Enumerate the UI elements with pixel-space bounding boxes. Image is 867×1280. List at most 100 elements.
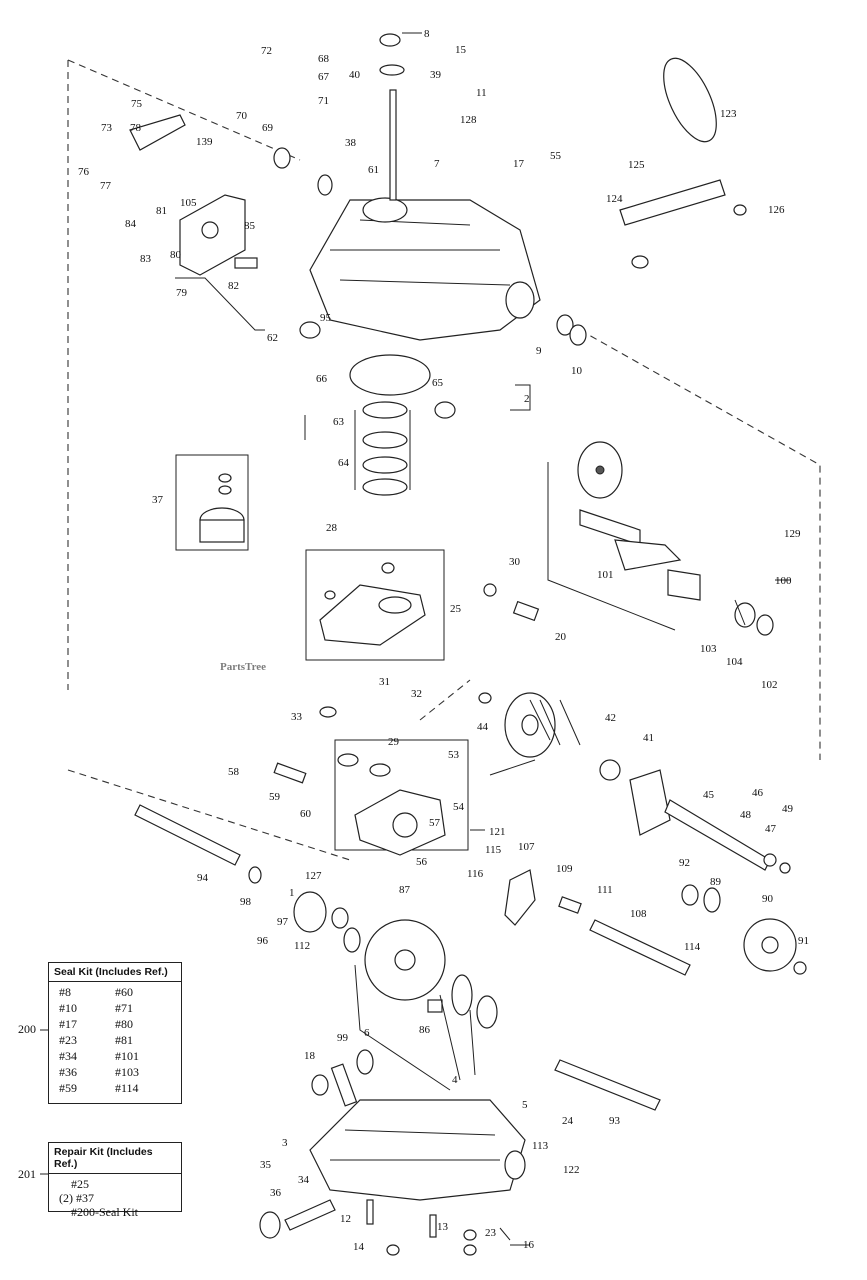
inset-121 bbox=[273, 739, 469, 856]
callout-labels: 8 15 39 40 72 68 67 71 70 69 11 128 55 1… bbox=[78, 28, 809, 1253]
seal-kit-box: Seal Kit (Includes Ref.) #8 #60 #10 #71 … bbox=[48, 962, 182, 1104]
callout-113: 113 bbox=[532, 1140, 549, 1152]
callout-24: 24 bbox=[562, 1115, 574, 1127]
callout-91: 91 bbox=[798, 935, 809, 947]
seal-kit-item: #23 bbox=[59, 1033, 77, 1047]
repair-kit-line: #25 bbox=[71, 1177, 89, 1191]
callout-79: 79 bbox=[176, 287, 188, 299]
callout-122: 122 bbox=[563, 1164, 580, 1176]
callout-103: 103 bbox=[700, 643, 717, 655]
center-plate bbox=[299, 321, 456, 496]
callout-123: 123 bbox=[720, 108, 737, 120]
callout-31: 31 bbox=[379, 676, 390, 688]
callout-30: 30 bbox=[509, 556, 521, 568]
callout-68: 68 bbox=[318, 53, 330, 65]
seal-kit-item: #36 bbox=[59, 1065, 77, 1079]
callout-15: 15 bbox=[455, 44, 467, 56]
callout-49: 49 bbox=[782, 803, 794, 815]
callout-126: 126 bbox=[768, 204, 785, 216]
seal-kit-item: #60 bbox=[115, 985, 133, 999]
callout-7: 7 bbox=[434, 158, 440, 170]
callout-67: 67 bbox=[318, 71, 330, 83]
callout-93: 93 bbox=[609, 1115, 621, 1127]
callout-12: 12 bbox=[340, 1213, 351, 1225]
callout-139: 139 bbox=[196, 136, 213, 148]
callout-95: 95 bbox=[320, 312, 332, 324]
callout-20: 20 bbox=[555, 631, 567, 643]
callout-28: 28 bbox=[326, 522, 338, 534]
callout-80: 80 bbox=[170, 249, 182, 261]
callout-29: 29 bbox=[388, 736, 400, 748]
callout-78: 78 bbox=[130, 122, 142, 134]
callout-41: 41 bbox=[643, 732, 654, 744]
inset-37 bbox=[175, 454, 249, 551]
callout-13: 13 bbox=[437, 1221, 449, 1233]
seal-kit-item: #114 bbox=[115, 1081, 139, 1095]
seal-kit-items: #8 #60 #10 #71 #17 #80 #23 #81 #34 #101 … bbox=[49, 982, 181, 1099]
callout-73: 73 bbox=[101, 122, 113, 134]
callout-42: 42 bbox=[605, 712, 616, 724]
lower-housing bbox=[259, 1049, 661, 1256]
callout-34: 34 bbox=[298, 1174, 310, 1186]
callout-114: 114 bbox=[684, 941, 701, 953]
callout-129: 129 bbox=[784, 528, 801, 540]
callout-39: 39 bbox=[430, 69, 442, 81]
seal-kit-title: Seal Kit (Includes Ref.) bbox=[49, 963, 181, 982]
callout-1: 1 bbox=[289, 887, 295, 899]
callout-44: 44 bbox=[477, 721, 489, 733]
callout-116: 116 bbox=[467, 868, 484, 880]
seal-kit-item: #10 bbox=[59, 1001, 77, 1015]
upper-housing bbox=[273, 33, 587, 346]
callout-9: 9 bbox=[536, 345, 542, 357]
callout-61: 61 bbox=[368, 164, 379, 176]
callout-4: 4 bbox=[452, 1074, 458, 1086]
callout-40: 40 bbox=[349, 69, 361, 81]
callout-105: 105 bbox=[180, 197, 197, 209]
callout-45: 45 bbox=[703, 789, 715, 801]
dashed-guides bbox=[67, 59, 821, 861]
callout-85: 85 bbox=[244, 220, 256, 232]
callout-62: 62 bbox=[267, 332, 278, 344]
seal-kit-ref: 200 bbox=[18, 1022, 36, 1036]
callout-33: 33 bbox=[291, 711, 303, 723]
callout-112: 112 bbox=[294, 940, 310, 952]
callout-108: 108 bbox=[630, 908, 647, 920]
seal-kit-item: #59 bbox=[59, 1081, 77, 1095]
callout-86: 86 bbox=[419, 1024, 431, 1036]
callout-87: 87 bbox=[399, 884, 411, 896]
callout-90: 90 bbox=[762, 893, 774, 905]
repair-kit-box: Repair Kit (Includes Ref.) #25 (2) #37 #… bbox=[48, 1142, 182, 1219]
callout-121: 121 bbox=[489, 826, 506, 838]
axle-left bbox=[134, 804, 349, 933]
callout-55: 55 bbox=[550, 150, 562, 162]
callout-111: 111 bbox=[597, 884, 613, 896]
callout-25: 25 bbox=[450, 603, 462, 615]
seal-kit-item: #71 bbox=[115, 1001, 133, 1015]
callout-102: 102 bbox=[761, 679, 778, 691]
callout-127: 127 bbox=[305, 870, 322, 882]
callout-104: 104 bbox=[726, 656, 743, 668]
inset-25 bbox=[305, 549, 540, 718]
callout-10: 10 bbox=[571, 365, 583, 377]
callout-98: 98 bbox=[240, 896, 252, 908]
seal-kit-item: #80 bbox=[115, 1017, 133, 1031]
seal-kit-item: #34 bbox=[59, 1049, 77, 1063]
callout-99: 99 bbox=[337, 1032, 349, 1044]
callout-76: 76 bbox=[78, 166, 90, 178]
lever-assembly bbox=[577, 57, 774, 636]
callout-124: 124 bbox=[606, 193, 623, 205]
callout-17: 17 bbox=[513, 158, 525, 170]
callout-53: 53 bbox=[448, 749, 460, 761]
watermark: PartsTree bbox=[220, 661, 266, 673]
seal-kit-item: #101 bbox=[115, 1049, 139, 1063]
callout-81: 81 bbox=[156, 205, 167, 217]
callout-128: 128 bbox=[460, 114, 477, 126]
seal-kit-item: #103 bbox=[115, 1065, 139, 1079]
callout-36: 36 bbox=[270, 1187, 282, 1199]
callout-14: 14 bbox=[353, 1241, 365, 1253]
repair-kit-lines: #25 (2) #37 #200-Seal Kit bbox=[49, 1174, 181, 1222]
motor-shaft bbox=[478, 692, 791, 874]
callout-58: 58 bbox=[228, 766, 240, 778]
leader-lines bbox=[40, 32, 790, 1246]
repair-kit-ref: 201 bbox=[18, 1167, 36, 1181]
